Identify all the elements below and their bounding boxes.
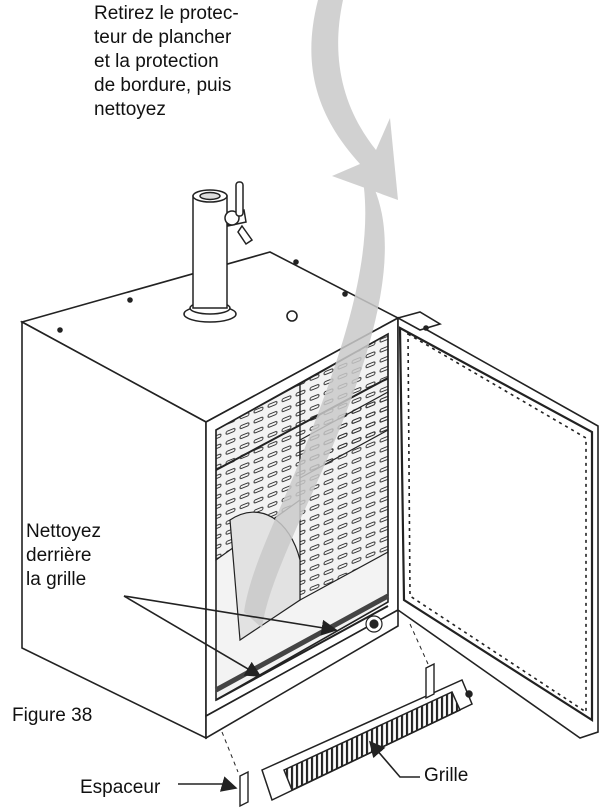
callout-arrow-icon [123,595,420,792]
clean-behind-line: la grille [26,569,87,590]
spacer [239,662,435,808]
grille-label: Grille [424,765,469,786]
figure-caption: Figure 38 [12,705,93,726]
instruction-text: Retirez le protec- teur de plancher et l… [94,2,239,122]
beer-tap-icon [183,181,254,323]
instruction-line: nettoyez [94,99,166,120]
clean-behind-grille-text: Nettoyez derrière la grille [26,520,101,592]
instruction-line: Retirez le protec- [94,3,239,24]
instruction-line: de bordure, puis [94,75,232,96]
removal-arrow-icon [244,0,398,628]
instruction-line: teur de plancher [94,27,232,48]
spacer-label: Espaceur [80,777,161,798]
alignment-lines [221,623,429,773]
clean-behind-line: derrière [26,545,92,566]
clean-behind-line: Nettoyez [26,521,101,542]
instruction-line: et la protection [94,51,219,72]
open-door [395,311,599,739]
